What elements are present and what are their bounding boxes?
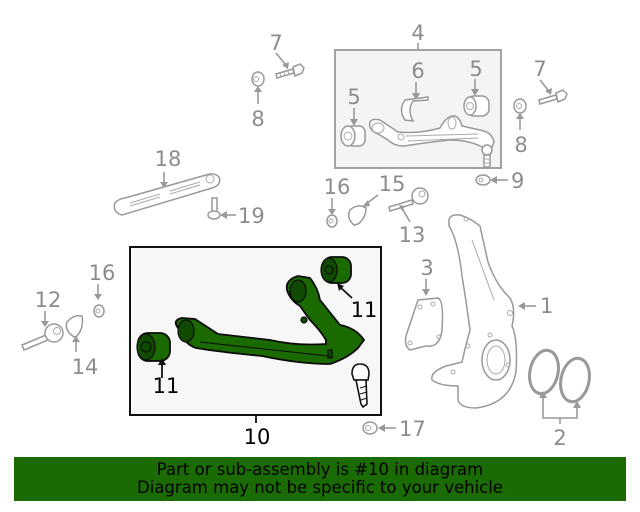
callout-15[interactable]: 15 [379, 172, 406, 196]
callout-8-left[interactable]: 8 [251, 107, 264, 131]
callout-3[interactable]: 3 [420, 256, 433, 280]
callout-8-right[interactable]: 8 [514, 133, 527, 157]
banner-line-1: Part or sub-assembly is #10 in diagram [156, 460, 484, 479]
callout-5-right[interactable]: 5 [469, 57, 482, 81]
parts-diagram: 4 5 6 5 [21, 21, 591, 450]
bolt-7-right-icon [538, 89, 568, 105]
bushing-5-right-icon [463, 95, 490, 117]
nut-16-left-icon [93, 304, 105, 318]
bushing-5-left-icon [340, 125, 366, 147]
bushing-11-left-icon [136, 332, 171, 362]
callout-13[interactable]: 13 [399, 223, 426, 247]
callout-7-right[interactable]: 7 [533, 57, 546, 81]
link-18-icon [113, 173, 221, 216]
callout-18[interactable]: 18 [155, 147, 182, 171]
washer-15-icon [347, 205, 367, 226]
nut-16-middle-icon [326, 214, 338, 228]
callout-6[interactable]: 6 [411, 59, 424, 83]
ball-joint-lower-icon [351, 363, 370, 409]
bolt-19-icon [207, 197, 221, 220]
callout-17[interactable]: 17 [399, 417, 426, 441]
callout-16-left[interactable]: 16 [89, 261, 116, 285]
callout-11-right[interactable]: 11 [351, 298, 378, 322]
banner-line-2: Diagram may not be specific to your vehi… [137, 478, 503, 497]
nut-8-left-icon [251, 71, 265, 87]
callout-16-middle[interactable]: 16 [324, 175, 351, 199]
callout-7-left[interactable]: 7 [269, 31, 282, 55]
callout-14[interactable]: 14 [72, 355, 99, 379]
shield-3-icon [404, 297, 444, 351]
nut-8-right-icon [513, 98, 527, 114]
ball-joint-upper-icon [481, 144, 493, 168]
bolt-12-icon [21, 323, 64, 351]
callout-12[interactable]: 12 [35, 288, 62, 312]
callout-10[interactable]: 10 [244, 425, 271, 449]
callout-9[interactable]: 9 [511, 169, 524, 193]
nut-9-icon [475, 174, 491, 186]
nut-17-icon [362, 421, 378, 435]
seal-rings-2-icon [528, 348, 591, 404]
info-banner: Part or sub-assembly is #10 in diagram D… [14, 457, 626, 501]
lower-control-arm-group[interactable]: 10 11 11 [129, 246, 382, 449]
knuckle-1-icon [431, 214, 518, 409]
upper-arm-icon [368, 115, 495, 154]
upper-control-arm-group[interactable]: 4 5 6 5 [334, 21, 502, 169]
callout-1[interactable]: 1 [540, 294, 553, 318]
washer-14-icon [65, 314, 84, 338]
bushing-11-right-icon [320, 256, 352, 284]
clip-6-icon [400, 96, 429, 122]
callout-11-left[interactable]: 11 [153, 374, 180, 398]
callout-2[interactable]: 2 [553, 426, 566, 450]
lower-arm-icon [174, 275, 366, 365]
callout-4[interactable]: 4 [411, 21, 424, 45]
callout-19[interactable]: 19 [238, 204, 265, 228]
callout-5-left[interactable]: 5 [347, 85, 360, 109]
bolt-7-left-icon [275, 63, 305, 79]
